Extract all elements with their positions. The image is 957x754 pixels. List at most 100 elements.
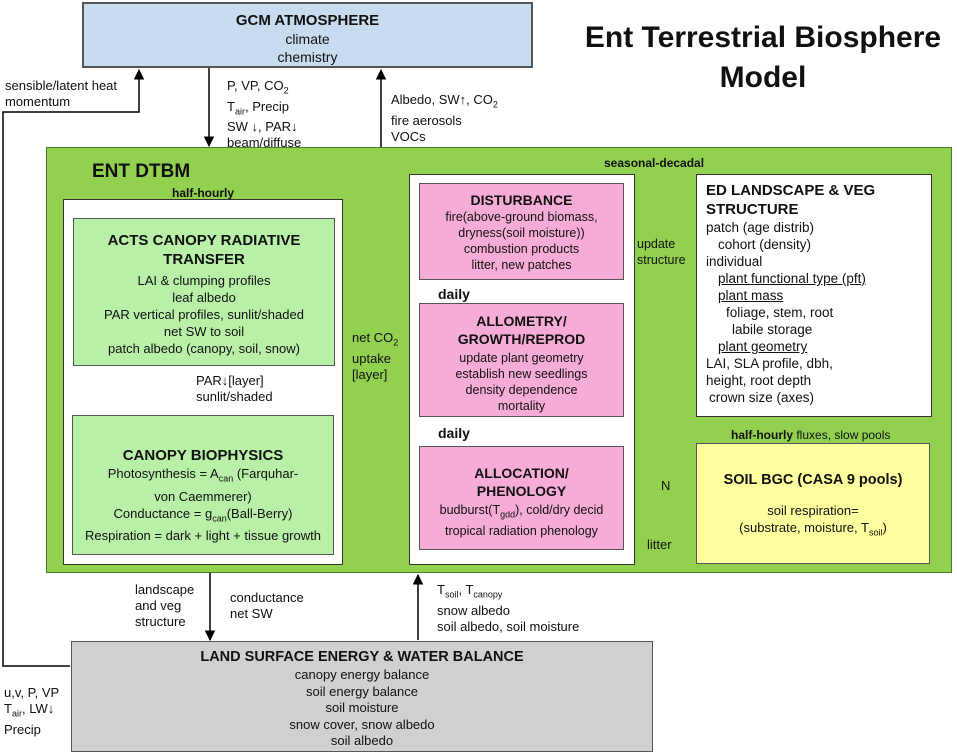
ed-title: ED LANDSCAPE & VEG — [706, 182, 876, 199]
allocation-line: budburst(Tgdd), cold/dry decid — [439, 503, 604, 520]
gcm-side-line: momentum — [5, 94, 71, 109]
up-to-gcm-label: Albedo, SW↑, CO2 fire aerosols VOCs — [391, 92, 498, 145]
soil-line: (substrate, moisture, Tsoil) — [739, 520, 887, 538]
forcing-line: Tair, Precip — [227, 98, 290, 117]
ed-line: patch (age distrib) — [706, 220, 815, 235]
daily-label: daily — [438, 286, 470, 302]
land-line: snow cover, snow albedo — [289, 716, 435, 732]
netco2-line: [layer] — [352, 366, 388, 382]
ed-line: crown size (axes) — [709, 390, 815, 405]
land-line: canopy energy balance — [294, 667, 430, 682]
acts-line: net SW to soil — [163, 324, 245, 339]
update-line: update — [637, 237, 676, 251]
ed-landscape-box: ED LANDSCAPE & VEG STRUCTURE patch (age … — [696, 174, 932, 417]
soil-bgc-box: SOIL BGC (CASA 9 pools) soil respiration… — [696, 443, 930, 564]
soil-title: SOIL BGC (CASA 9 pools) — [723, 472, 903, 488]
disturbance-line: combustion products — [463, 242, 580, 256]
down-to-ent-label: P, VP, CO2 Tair, Precip SW ↓, PAR↓ beam/… — [227, 78, 301, 151]
allometry-line: establish new seedlings — [455, 367, 588, 381]
litter-label: litter — [647, 537, 672, 552]
land-input-line: Tair, LW↓ — [4, 701, 55, 719]
landscape-line: landscape — [135, 582, 195, 597]
conductance-label: conductance net SW — [230, 590, 304, 622]
land-input-line: Precip — [4, 721, 41, 737]
gcm-line: chemistry — [277, 49, 338, 65]
biophys-line: Respiration = dark + light + tissue grow… — [85, 528, 321, 544]
conductance-line: net SW — [230, 606, 273, 621]
tsoil-line: Tsoil, Tcanopy — [437, 582, 503, 600]
acts-line: patch albedo (canopy, soil, snow) — [108, 341, 300, 356]
disturbance-title: DISTURBANCE — [470, 192, 573, 208]
gcm-side-label: sensible/latent heat momentum — [5, 78, 117, 110]
acts-line: PAR vertical profiles, sunlit/shaded — [104, 307, 304, 322]
canopy-biophysics-box: CANOPY BIOPHYSICS Photosynthesis = Acan … — [72, 415, 334, 555]
allometry-title: ALLOMETRY/ — [476, 313, 567, 329]
tsoil-line: soil albedo, soil moisture — [437, 618, 580, 634]
feedback-line: Albedo, SW↑, CO2 — [391, 92, 498, 110]
nitrogen-label: N — [661, 478, 671, 493]
soil-header-bold: half-hourly — [731, 428, 793, 442]
gcm-title: GCM ATMOSPHERE — [235, 12, 380, 29]
forcing-line: beam/diffuse — [227, 135, 302, 151]
allocation-title: PHENOLOGY — [476, 483, 567, 499]
land-title: LAND SURFACE ENERGY & WATER BALANCE — [200, 649, 524, 665]
feedback-line: fire aerosols — [391, 112, 462, 128]
ed-line: height, root depth — [706, 373, 812, 388]
title-line-1: Ent Terrestrial Biosphere — [584, 21, 942, 54]
soil-line: soil respiration= — [767, 503, 859, 518]
ent-title: ENT DTBM — [92, 161, 191, 182]
ed-line: individual — [706, 254, 763, 269]
landscape-line: structure — [135, 614, 186, 629]
disturbance-line: dryness(soil moisture)) — [458, 226, 585, 240]
tsoil-line: snow albedo — [437, 602, 510, 618]
ed-line: cohort (density) — [718, 237, 812, 252]
allometry-line: mortality — [497, 399, 546, 413]
soil-header-rest: fluxes, slow pools — [796, 428, 891, 442]
ed-line: plant functional type (pft) — [718, 271, 866, 286]
tsoil-label: Tsoil, Tcanopy snow albedo soil albedo, … — [437, 582, 579, 635]
par-line: sunlit/shaded — [196, 389, 273, 404]
allometry-title: GROWTH/REPROD — [457, 331, 586, 347]
landscape-label: landscape and veg structure — [135, 582, 194, 630]
soil-header-label: half-hourly fluxes, slow pools — [731, 427, 890, 443]
half-hourly-label: half-hourly — [172, 186, 234, 200]
conductance-line: conductance — [230, 590, 304, 605]
title-line-2: Model — [719, 61, 807, 94]
acts-box: ACTS CANOPY RADIATIVE TRANSFER LAI & clu… — [73, 218, 335, 366]
ed-line: LAI, SLA profile, dbh, — [706, 356, 833, 371]
par-layer-label: PAR↓[layer] sunlit/shaded — [196, 373, 273, 405]
disturbance-line: fire(above-ground biomass, — [445, 210, 598, 224]
ed-title: STRUCTURE — [706, 201, 799, 218]
biophys-line: Photosynthesis = Acan (Farquhar- — [107, 466, 299, 484]
net-co2-label: net CO2 uptake [layer] — [352, 330, 398, 383]
land-line: soil moisture — [325, 700, 399, 715]
update-structure-label: update structure — [637, 236, 686, 268]
update-line: structure — [637, 253, 686, 267]
allocation-box: ALLOCATION/ PHENOLOGY budburst(Tgdd), co… — [419, 446, 624, 550]
seasonal-decadal-label: seasonal-decadal — [604, 156, 705, 170]
forcing-line: SW ↓, PAR↓ — [227, 119, 298, 135]
disturbance-line: litter, new patches — [471, 258, 572, 272]
ed-line: foliage, stem, root — [726, 305, 834, 320]
arrow-land-to-gcm — [2, 68, 145, 667]
land-line: soil energy balance — [305, 683, 419, 699]
ed-line: labile storage — [732, 322, 813, 337]
diagram-title: Ent Terrestrial Biosphere Model — [573, 18, 953, 98]
allometry-line: update plant geometry — [459, 351, 584, 365]
acts-title: ACTS CANOPY RADIATIVE — [107, 232, 301, 249]
land-input-line: u,v, P, VP — [4, 685, 60, 700]
allometry-line: density dependence — [465, 383, 578, 397]
allocation-title: ALLOCATION/ — [474, 465, 569, 481]
gcm-side-line: sensible/latent heat — [5, 78, 118, 93]
gcm-atmosphere-box: GCM ATMOSPHERE climate chemistry — [82, 2, 533, 68]
netco2-line: net CO2 — [352, 330, 399, 348]
landscape-line: and veg — [135, 598, 182, 613]
ed-line: plant mass — [718, 288, 784, 303]
allometry-box: ALLOMETRY/ GROWTH/REPROD update plant ge… — [419, 303, 624, 417]
acts-title: TRANSFER — [163, 251, 245, 268]
daily-label: daily — [438, 425, 470, 441]
acts-line: LAI & clumping profiles — [137, 273, 271, 288]
biophys-line: Conductance = gcan(Ball-Berry) — [113, 505, 293, 524]
land-inputs-label: u,v, P, VP Tair, LW↓ Precip — [4, 685, 59, 738]
biophys-title: CANOPY BIOPHYSICS — [122, 447, 284, 464]
